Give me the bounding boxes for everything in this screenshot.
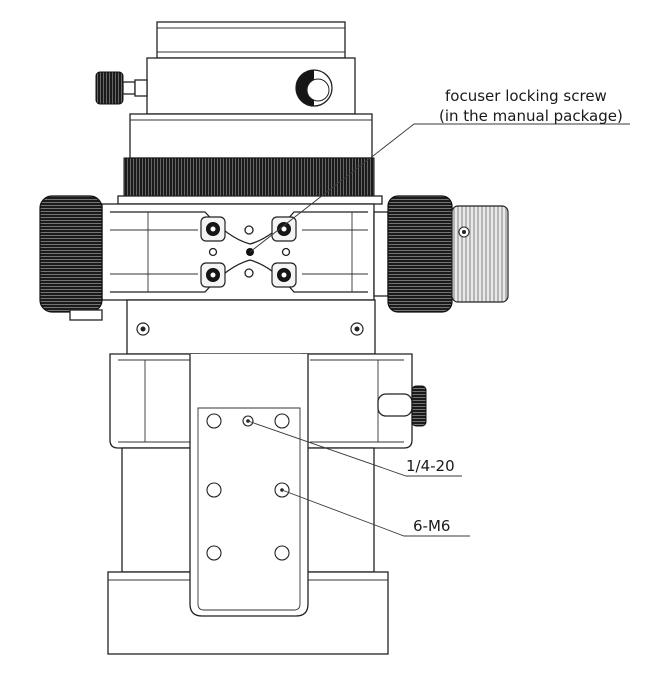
tube-ring-right (301, 353, 413, 449)
left-focus-knob-icon (39, 195, 103, 321)
m6-hole-icon (206, 482, 222, 498)
locking-screw-leader (249, 123, 630, 253)
tube-ring-left (109, 353, 201, 449)
locking-screw-label-line2: (in the manual package) (439, 107, 623, 125)
quarter-twenty-label: 1/4-20 (406, 457, 455, 475)
quarter-twenty-leader (247, 420, 462, 477)
m6-hole-icon (206, 545, 222, 561)
thumb-screw-icon (95, 71, 148, 105)
plate-screw-icon (271, 262, 297, 288)
plate-hole-icon (208, 247, 218, 257)
plate-hole-icon (281, 247, 291, 257)
locking-screw-label-line1: focuser locking screw (445, 87, 607, 105)
dovetail-plate (189, 354, 309, 617)
m6-hole-icon (274, 413, 290, 429)
plate-screw-icon (200, 216, 226, 242)
focuser-base (126, 299, 376, 355)
m6-leader (281, 489, 470, 537)
adapter-boss-icon (295, 69, 333, 107)
top-drawtube (129, 21, 373, 159)
m6-label: 6-M6 (413, 517, 450, 535)
focuser-body (101, 203, 375, 301)
ring-clamp-knob-icon (377, 385, 427, 427)
plate-hole-icon (244, 225, 254, 235)
m6-hole-icon (206, 413, 222, 429)
fine-focus-knob-icon (451, 205, 509, 303)
right-coarse-knob-icon (373, 195, 453, 313)
m6-hole-icon (274, 545, 290, 561)
plate-screw-icon (271, 216, 297, 242)
plate-screw-icon (200, 262, 226, 288)
plate-hole-icon (244, 268, 254, 278)
knurled-focus-ring (123, 157, 375, 197)
